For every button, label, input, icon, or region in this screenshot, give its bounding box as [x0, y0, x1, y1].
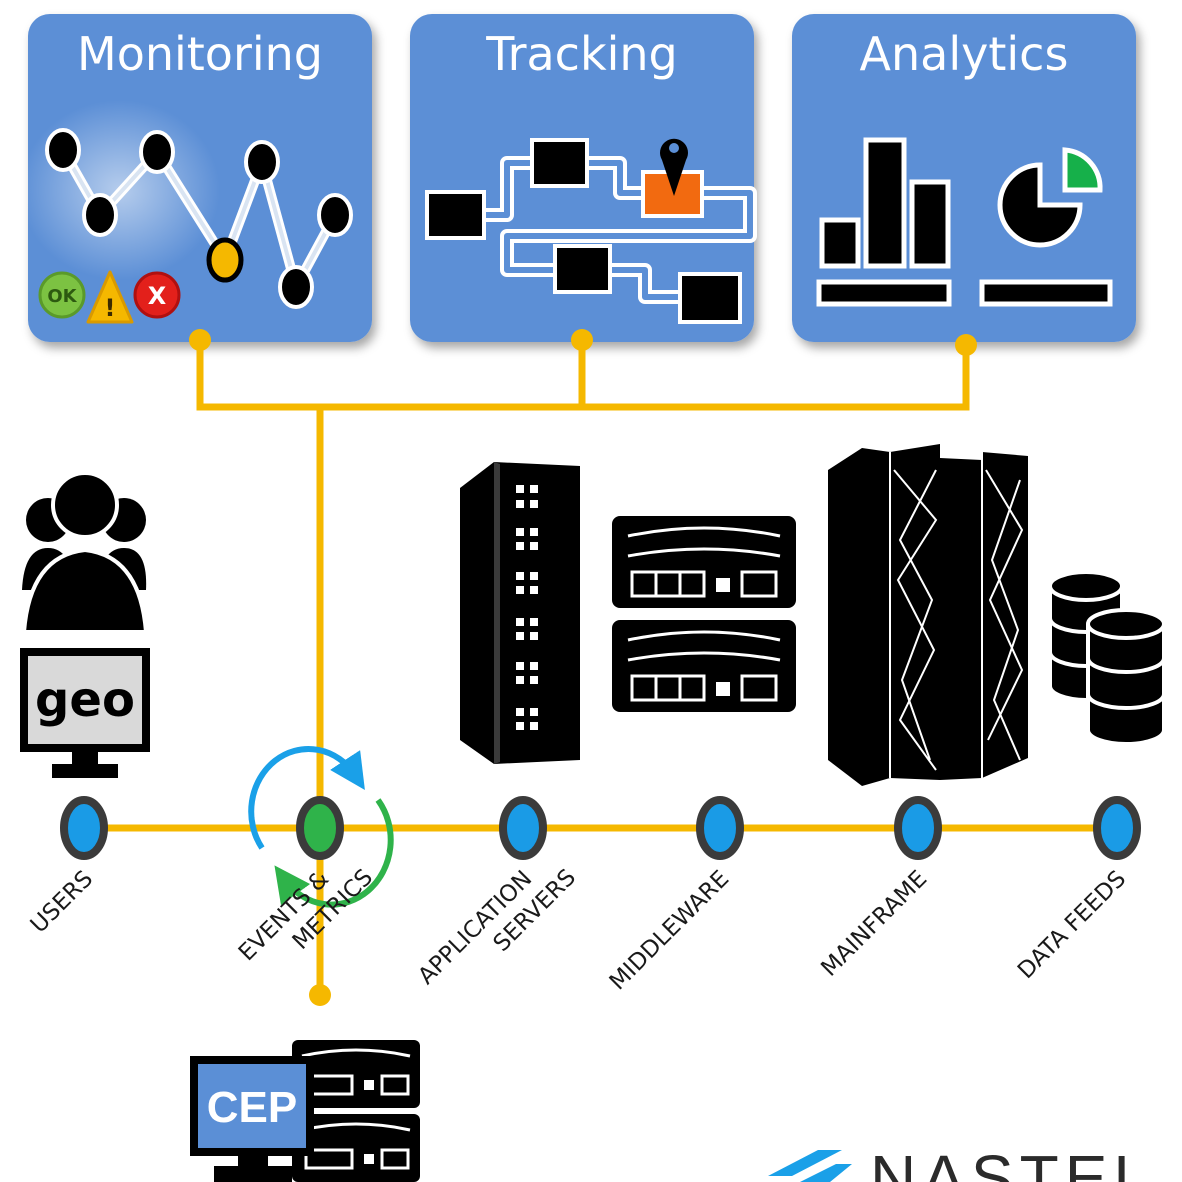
node-events-metrics [296, 796, 344, 860]
node-data-feeds [1093, 796, 1141, 860]
location-pin-icon [660, 138, 689, 196]
browser-logo: geo [35, 672, 135, 728]
browser-monitor-icon: geo [20, 648, 150, 778]
database-icon [1048, 570, 1166, 746]
cep-label: CEP [207, 1083, 297, 1132]
monitoring-title: Monitoring [77, 27, 323, 81]
connector-dot [309, 984, 331, 1006]
node-label-line: MIDDLEWARE [605, 866, 734, 996]
monitoring-graph-icon [20, 100, 353, 309]
bar-chart-icon [816, 137, 952, 307]
connector-dot [571, 329, 593, 351]
nastel-logo: NASTEL [768, 1142, 1155, 1182]
card-connector [196, 340, 970, 411]
connector-dot [189, 329, 211, 351]
mainframe-icon [828, 444, 1028, 786]
node-mainframe [894, 796, 942, 860]
analytics-title: Analytics [860, 27, 1069, 81]
label-data-feeds: DATA FEEDS [1013, 866, 1131, 984]
ok-status-badge: OK [38, 271, 86, 319]
connector-dot [955, 334, 977, 356]
node-middleware [696, 796, 744, 860]
label-users: USERS [26, 866, 99, 939]
cep-icon: CEP [190, 1040, 420, 1182]
server-rack-icon [460, 462, 580, 764]
node-label-line: DATA FEEDS [1013, 866, 1131, 984]
tracking-flow-icon [425, 138, 757, 324]
cycle-icon [248, 746, 394, 908]
error-status-badge: X [133, 271, 181, 319]
label-mainframe: MAINFRAME [816, 866, 932, 982]
tracking-title: Tracking [485, 27, 678, 81]
svg-text:OK: OK [47, 286, 77, 307]
node-label-line: MAINFRAME [816, 866, 932, 982]
warning-status-badge: ! [86, 270, 134, 324]
label-middleware: MIDDLEWARE [605, 866, 734, 996]
node-application-servers [499, 796, 547, 860]
svg-text:!: ! [105, 294, 116, 322]
node-users [60, 796, 108, 860]
users-icon [21, 471, 149, 634]
svg-text:X: X [148, 282, 167, 310]
pie-chart-icon [979, 147, 1113, 307]
analytics-charts-icon [816, 137, 1113, 307]
middleware-server-icon [612, 516, 796, 712]
label-events-metrics: EVENTS &METRICS [234, 864, 378, 966]
node-label-line: USERS [26, 866, 99, 939]
brand-name: NASTEL [870, 1142, 1155, 1182]
